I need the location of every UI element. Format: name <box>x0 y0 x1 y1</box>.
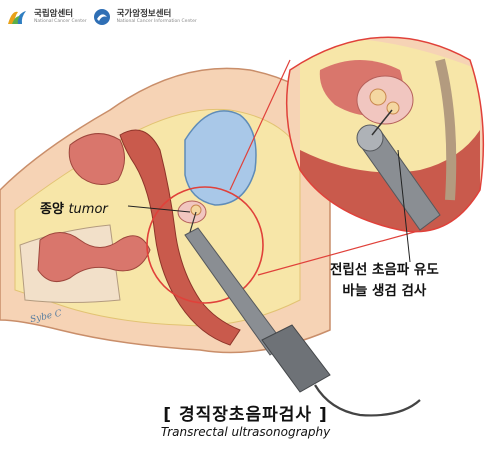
logo-ncc-name: 국립암센터 <box>34 9 74 19</box>
tumor-label-ko: 종양 <box>40 202 64 217</box>
callout-line-top <box>229 59 291 191</box>
bladder <box>184 110 257 206</box>
tumor-label: 종양 tumor <box>40 198 108 217</box>
callout-line-bottom <box>257 224 441 276</box>
ncic-logo-icon <box>93 9 110 25</box>
biopsy-label-line1: 전립선 초음파 유도 <box>330 262 439 278</box>
logo-ncic-sub: National Cancer Information Center <box>116 19 197 24</box>
diagram-subtitle: Transrectal ultrasonography <box>160 425 331 439</box>
logo-row: 국립암센터 National Cancer Center 국가암정보센터 Nat… <box>6 6 197 28</box>
biopsy-label: 전립선 초음파 유도 바늘 생검 검사 <box>330 260 439 302</box>
tumor-label-en: tumor <box>68 202 108 217</box>
biopsy-leader <box>397 149 411 263</box>
main-probe <box>184 211 421 417</box>
intestine-loops <box>37 232 151 283</box>
tumor-marker <box>190 204 202 216</box>
logo-ncc-sub: National Cancer Center <box>34 19 87 24</box>
callout-circle <box>146 186 264 304</box>
ncc-logo-icon <box>8 11 26 24</box>
rectum <box>119 129 241 346</box>
colon <box>68 133 125 185</box>
biopsy-label-line2: 바늘 생검 검사 <box>342 283 427 299</box>
inset-probe <box>356 109 441 231</box>
logo-ncic-name: 국가암정보센터 <box>116 9 172 19</box>
diagram-title: [ 경직장초음파검사 ] <box>163 405 328 425</box>
tumor-leader <box>127 205 191 213</box>
